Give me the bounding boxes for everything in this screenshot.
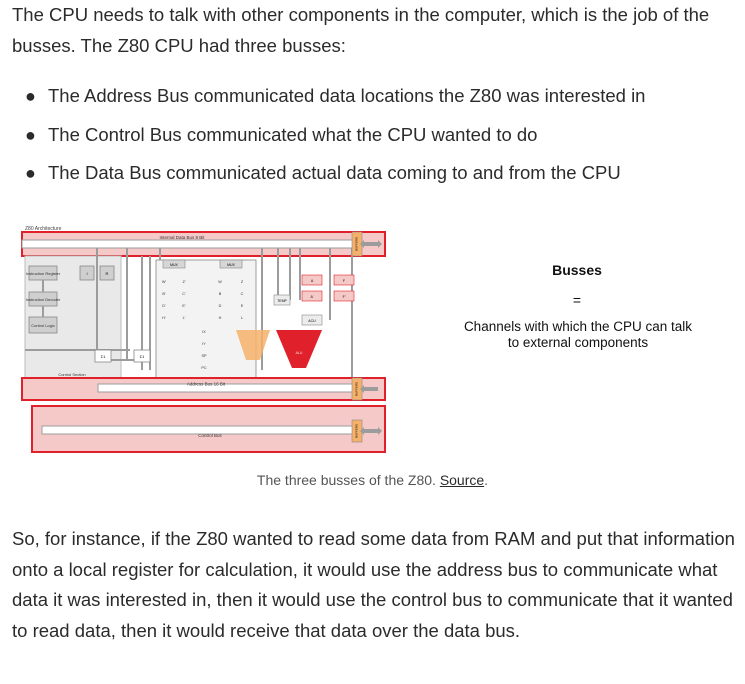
reg-cell: Z bbox=[241, 280, 244, 284]
data-bus-line bbox=[21, 239, 358, 249]
sigma-box-2 bbox=[133, 349, 151, 363]
list-item: ● The Control Bus communicated what the C… bbox=[0, 120, 745, 159]
reg-a-box bbox=[301, 274, 323, 286]
address-bus-label: Address Bus 16 Bit bbox=[187, 382, 226, 387]
internal-data-bus-label: Internal Data Bus 8 Bit bbox=[159, 235, 205, 240]
reg-cell: SP bbox=[201, 354, 207, 358]
temp-label: TEMP bbox=[277, 299, 287, 303]
reg-cell: L' bbox=[183, 316, 186, 320]
instruction-register-label: Instruction Register bbox=[26, 271, 61, 276]
list-item-text: The Data Bus communicated actual data co… bbox=[48, 162, 621, 183]
reg-cell: B bbox=[219, 292, 222, 296]
caption-text: The three busses of the Z80. bbox=[256, 472, 436, 488]
list-item: ● The Data Bus communicated actual data c… bbox=[0, 158, 745, 197]
sigma-box-1 bbox=[94, 349, 112, 363]
caption-period: . bbox=[484, 472, 489, 488]
reg-cell: H bbox=[219, 316, 222, 320]
red-alu-shape bbox=[276, 330, 322, 368]
buffer-label-data: BUFFERS bbox=[355, 237, 359, 251]
reg-f2-box bbox=[333, 290, 355, 302]
control-bus-label: Control Bus bbox=[198, 433, 222, 438]
register-grid: W' Z' W Z B' C' B C D' E' D E H' L' H L … bbox=[162, 280, 244, 370]
reg-f2-label: F' bbox=[343, 295, 346, 299]
sigma-label-1: Σ1 bbox=[101, 354, 106, 359]
busses-description-line-2: to external components bbox=[508, 335, 649, 350]
reg-a2-box bbox=[301, 290, 323, 302]
reg-cell: C bbox=[241, 292, 244, 296]
diagram-title: Z80 Architecture bbox=[25, 226, 62, 232]
outro-paragraph: So, for instance, if the Z80 wanted to r… bbox=[12, 528, 735, 641]
reg-cell: E' bbox=[182, 304, 186, 308]
bullet-icon: ● bbox=[25, 86, 36, 106]
reg-cell: IX bbox=[202, 330, 206, 334]
mux-left-label: MUX bbox=[170, 263, 178, 267]
list-item: ● The Address Bus communicated data locat… bbox=[0, 81, 745, 120]
reg-r-label: R bbox=[106, 271, 109, 276]
buffer-label-address: BUFFERS bbox=[355, 382, 359, 396]
orange-alu-shape bbox=[236, 330, 270, 360]
reg-cell: IY bbox=[202, 342, 206, 346]
reg-cell: E bbox=[241, 304, 244, 308]
bus-list: ● The Address Bus communicated data locat… bbox=[0, 81, 745, 197]
z80-architecture-diagram: Z80 Architecture Internal Data Bus 8 Bit… bbox=[21, 226, 692, 453]
mux-right-label: MUX bbox=[227, 263, 235, 267]
control-logic-label: Control Logic bbox=[31, 323, 55, 328]
source-link[interactable]: Source bbox=[439, 472, 485, 488]
buffer-label-control: BUFFERS bbox=[355, 424, 359, 438]
reg-cell: PC bbox=[201, 366, 207, 370]
reg-cell: D' bbox=[162, 304, 166, 308]
mux-right-box bbox=[219, 259, 243, 269]
reg-cell: C' bbox=[182, 292, 186, 296]
bus-arrows bbox=[360, 240, 382, 435]
figure-caption: The three busses of the Z80. Source. bbox=[0, 472, 745, 488]
equals-sign: = bbox=[573, 292, 581, 308]
reg-cell: W' bbox=[162, 280, 167, 284]
acu-label: ACU bbox=[308, 319, 316, 323]
reg-f-box bbox=[333, 274, 355, 286]
instruction-decoder-label: Instruction Decoder bbox=[26, 297, 61, 302]
busses-heading: Busses bbox=[552, 262, 602, 278]
reg-i-label: I bbox=[86, 271, 87, 276]
reg-f-label: F bbox=[343, 279, 345, 283]
reg-cell: D bbox=[219, 304, 222, 308]
busses-description-line-1: Channels with which the CPU can talk bbox=[464, 319, 692, 334]
temp-box bbox=[273, 294, 291, 306]
reg-a2-label: A' bbox=[310, 295, 313, 299]
alu-label: ALU bbox=[296, 351, 303, 355]
reg-a-label: A bbox=[311, 279, 314, 283]
control-section-label: Control Section bbox=[58, 372, 85, 377]
address-bus-line bbox=[97, 383, 358, 393]
reg-cell: H' bbox=[162, 316, 166, 320]
sigma-label-2: Σ1 bbox=[140, 354, 145, 359]
reg-i-box bbox=[79, 265, 95, 281]
reg-cell: B' bbox=[162, 292, 166, 296]
reg-cell: L bbox=[241, 316, 243, 320]
acu-box bbox=[301, 314, 323, 326]
register-file bbox=[155, 259, 257, 381]
intro-paragraph: The CPU needs to talk with other compone… bbox=[12, 4, 710, 56]
mux-left-box bbox=[162, 259, 186, 269]
z80-figure: Z80 Architecture Internal Data Bus 8 Bit… bbox=[0, 210, 745, 460]
bullet-icon: ● bbox=[25, 124, 36, 145]
list-item-text: The Control Bus communicated what the CP… bbox=[48, 123, 538, 145]
list-item-text: The Address Bus communicated data locati… bbox=[48, 85, 646, 106]
reg-cell: W bbox=[218, 280, 222, 284]
bullet-icon: ● bbox=[25, 163, 36, 183]
reg-cell: Z' bbox=[182, 280, 185, 284]
reg-r-box bbox=[99, 265, 115, 281]
